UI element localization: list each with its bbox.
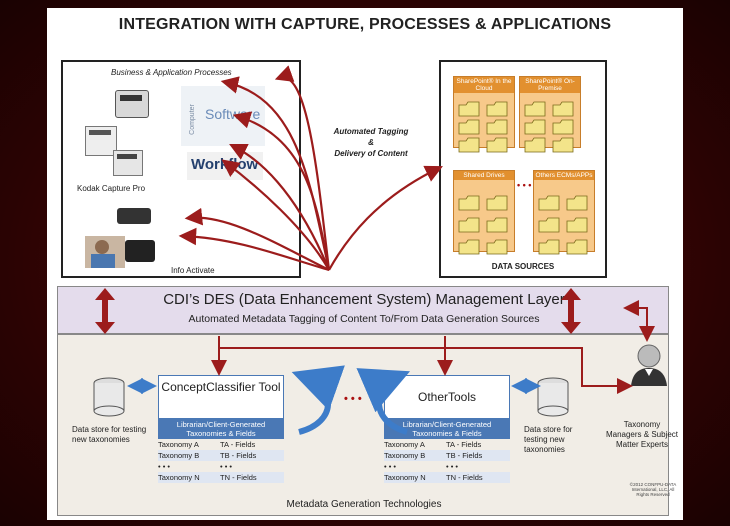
- folder-icon: [552, 101, 574, 117]
- management-title: CDI’s DES (Data Enhancement System) Mana…: [163, 291, 565, 308]
- folder-icon: [458, 119, 480, 135]
- taxonomy-header: Librarian/Client-Generated Taxonomies & …: [158, 419, 284, 439]
- source-group: Others ECMs/APPs: [533, 170, 595, 252]
- folder-icon: [524, 119, 546, 135]
- left-data-store-label: Data store for testing new taxonomies: [72, 425, 147, 444]
- folder-icon: [552, 119, 574, 135]
- folders-layer: [458, 101, 588, 255]
- expert-person-icon: [629, 342, 669, 386]
- folder-icon: [486, 239, 508, 255]
- scanner-icon: [113, 150, 143, 176]
- database-icon: [536, 377, 570, 417]
- info-activate-label: Info Activate: [171, 266, 215, 275]
- folder-icon: [538, 239, 560, 255]
- business-processes-heading: Business & Application Processes: [111, 68, 232, 77]
- taxonomy-row: • • •• • •: [158, 462, 233, 471]
- folder-icon: [458, 217, 480, 233]
- kodak-capture-label: Kodak Capture Pro: [77, 184, 146, 193]
- folder-icon: [486, 195, 508, 211]
- folder-icon: [486, 119, 508, 135]
- scanner-icon: [115, 90, 149, 118]
- folder-icon: [524, 101, 546, 117]
- automated-tagging-label: Automated Tagging & Delivery of Content: [333, 127, 409, 158]
- folder-icon: [458, 195, 480, 211]
- management-subtitle: Automated Metadata Tagging of Content To…: [188, 313, 540, 325]
- folder-icon: [458, 239, 480, 255]
- taxonomy-row: • • •• • •: [384, 462, 459, 471]
- folder-icon: [538, 195, 560, 211]
- arrows-layer: [95, 65, 655, 435]
- taxonomy-header: Librarian/Client-Generated Taxonomies & …: [384, 419, 510, 439]
- scanner-icon: [85, 126, 117, 156]
- diagram-panel: INTEGRATION WITH CAPTURE, PROCESSES & AP…: [47, 8, 683, 520]
- scanner-icon: [125, 240, 155, 262]
- other-taxonomy-table: Librarian/Client-Generated Taxonomies & …: [384, 419, 510, 483]
- folder-icon: [486, 137, 508, 153]
- folder-icon: [486, 101, 508, 117]
- store-connectors: [127, 365, 541, 435]
- diagram-title: INTEGRATION WITH CAPTURE, PROCESSES & AP…: [118, 16, 612, 33]
- process-connectors: [178, 65, 443, 272]
- concept-classifier-tool: ConceptClassifier Tool: [158, 375, 284, 419]
- data-sources-title: DATA SOURCES: [491, 262, 555, 271]
- folder-icon: [524, 137, 546, 153]
- copyright-label: ©2012 CONFPU-DATA International, LLC, Al…: [629, 482, 677, 497]
- concept-taxonomy-table: Librarian/Client-Generated Taxonomies & …: [158, 419, 284, 483]
- experts-label: Taxonomy Managers & Subject Matter Exper…: [605, 420, 679, 449]
- sources-ellipsis: • • •: [517, 180, 532, 190]
- folder-icon: [566, 195, 588, 211]
- tool-connectors: [211, 300, 655, 394]
- right-data-store-label: Data store for testing new taxonomies: [524, 425, 573, 454]
- folder-icon: [566, 217, 588, 233]
- database-icon: [92, 377, 126, 417]
- folder-icon: [458, 137, 480, 153]
- folder-icon: [486, 217, 508, 233]
- double-arrow: [95, 288, 115, 334]
- double-arrow: [561, 288, 581, 334]
- metadata-footer: Metadata Generation Technologies: [286, 499, 442, 510]
- person-photo: [85, 236, 125, 268]
- folder-icon: [566, 239, 588, 255]
- folder-icon: [538, 217, 560, 233]
- scanner-icon: [117, 208, 151, 224]
- source-group: Shared Drives: [453, 170, 515, 252]
- folder-icon: [458, 101, 480, 117]
- folder-icon: [552, 137, 574, 153]
